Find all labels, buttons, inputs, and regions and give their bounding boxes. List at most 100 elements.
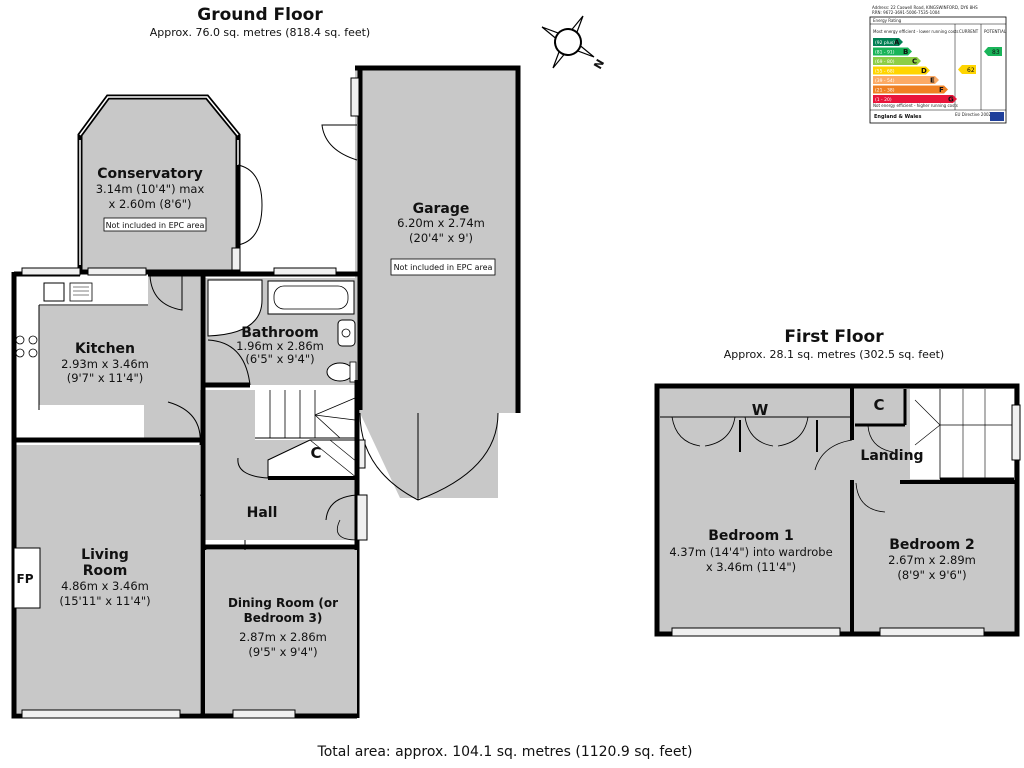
epc-region: England & Wales (874, 114, 921, 120)
compass-north-label: N (591, 57, 607, 71)
epc-rrn: RRN: 9672-3691-5006-7535-1004 (872, 10, 940, 15)
dining-room-dim-2: (9'5" x 9'4") (248, 645, 317, 659)
conservatory-dim-1: 3.14m (10'4") max (96, 182, 205, 196)
first-floor-plan: First Floor Approx. 28.1 sq. metres (302… (654, 327, 1021, 637)
kitchen-sink (43, 282, 65, 302)
bedroom-2-dim-2: (8'9" x 9'6") (897, 568, 966, 582)
living-room-window (21, 709, 181, 719)
ground-cupboard-label: C (310, 444, 321, 462)
epc-top-note: Most energy efficient - lower running co… (873, 29, 959, 34)
epc-address: Address: 22 Caswell Road, KINGSWINFORD, … (872, 5, 978, 10)
living-room-fireplace (13, 547, 41, 609)
living-room-dim-2: (15'11" x 11'4") (59, 594, 150, 608)
total-area: Total area: approx. 104.1 sq. metres (11… (317, 744, 693, 760)
dining-room-window (232, 709, 296, 719)
epc-band-range: (1 - 20) (875, 97, 892, 103)
garage-note-box (390, 258, 496, 276)
landing-cupboard (855, 389, 907, 425)
epc-band-range: (21 - 38) (875, 87, 895, 93)
conservatory-name: Conservatory (97, 166, 203, 182)
epc-band-a (873, 38, 903, 46)
conservatory-note-box (103, 217, 207, 232)
bathroom-dim-2: (6'5" x 9'4") (245, 352, 314, 366)
conservatory-note: Not included in EPC area (106, 221, 205, 230)
bedroom-1 (660, 389, 850, 631)
epc-current-arrow (958, 65, 976, 74)
ground-floor-area: Approx. 76.0 sq. metres (818.4 sq. feet) (150, 26, 370, 39)
dining-room-name-1: Dining Room (or (228, 596, 338, 610)
epc-rating-chart: Address: 22 Caswell Road, KINGSWINFORD, … (869, 5, 1007, 124)
epc-band-letter: E (930, 77, 935, 85)
bedroom-1-name: Bedroom 1 (708, 528, 794, 544)
garage-door-swing (359, 412, 419, 501)
first-floor-stairs (910, 389, 1021, 481)
epc-band-letter: F (939, 86, 944, 94)
garage-room (355, 68, 518, 498)
ground-floor-plan: N Ground Floor Approx. 76.0 sq. metres (… (11, 5, 607, 719)
kitchen-dim-2: (9'7" x 11'4") (67, 371, 144, 385)
ground-floor-title: Ground Floor (197, 5, 323, 25)
hall-name: Hall (247, 505, 278, 521)
fireplace-label: FP (17, 572, 34, 586)
living-room-name-2: Room (83, 563, 128, 579)
garage-name: Garage (413, 201, 470, 217)
epc-band-c (873, 57, 921, 65)
epc-heading: Energy Rating (873, 18, 902, 23)
garage-side-door (321, 124, 358, 161)
first-floor-area: Approx. 28.1 sq. metres (302.5 sq. feet) (724, 348, 944, 361)
epc-band-letter: G (948, 96, 954, 104)
garage-note: Not included in EPC area (394, 263, 493, 272)
epc-current-value: 62 (967, 67, 975, 74)
bathroom-window (273, 267, 337, 276)
bedroom-2-name: Bedroom 2 (889, 537, 975, 553)
eu-flag-icon (990, 112, 1004, 121)
conservatory-dim-2: x 2.60m (8'6") (109, 197, 192, 211)
wardrobe-label: W (752, 401, 769, 419)
living-room-dim-1: 4.86m x 3.46m (61, 579, 149, 593)
bathroom-name: Bathroom (241, 325, 319, 341)
bedroom-1-dim-1: 4.37m (14'4") into wardrobe (669, 545, 832, 559)
compass (541, 15, 595, 69)
garage-dim-2: (20'4" x 9') (409, 231, 473, 245)
epc-band-letter: A (894, 39, 900, 47)
epc-band-e (873, 76, 939, 84)
kitchen-dim-1: 2.93m x 3.46m (61, 357, 149, 371)
living-room (14, 445, 200, 713)
epc-potential-value: 83 (992, 49, 1000, 56)
toilet (326, 362, 354, 382)
bedroom-2-window (879, 627, 985, 637)
garage-dim-1: 6.20m x 2.74m (397, 216, 485, 230)
landing-name: Landing (860, 448, 923, 464)
dining-room-dim-1: 2.87m x 2.86m (239, 630, 327, 644)
shower-tray (207, 279, 263, 337)
conservatory-glazing (79, 96, 239, 136)
kitchen-window (21, 267, 81, 276)
epc-band-range: (81 - 91) (875, 49, 895, 55)
ground-stairs (255, 390, 356, 439)
epc-directive: EU Directive 2002/91/EC (955, 112, 1004, 117)
epc-band-letter: C (912, 58, 917, 66)
epc-col-current: CURRENT (959, 29, 979, 34)
epc-band-range: (69 - 80) (875, 59, 895, 65)
first-floor-title: First Floor (784, 327, 884, 347)
bathroom-dim-1: 1.96m x 2.86m (236, 339, 324, 353)
bedroom-1-dim-2: x 3.46m (11'4") (706, 560, 796, 574)
dining-room-name-2: Bedroom 3) (244, 611, 323, 625)
epc-band-b (873, 47, 912, 56)
epc-col-potential: POTENTIAL (984, 29, 1007, 34)
epc-band-letter: B (903, 48, 908, 56)
epc-band-range: (39 - 54) (875, 78, 895, 84)
epc-bands: (92 plus)A(81 - 91)B(69 - 80)C(55 - 68)D… (873, 38, 957, 104)
first-floor-cupboard-label: C (873, 396, 884, 414)
living-room-name-1: Living (81, 547, 129, 563)
kitchen-name: Kitchen (75, 341, 135, 357)
dining-room (205, 550, 357, 716)
wardrobe (660, 416, 850, 452)
bedroom-2-dim-1: 2.67m x 2.89m (888, 553, 976, 567)
garage-window (350, 77, 360, 117)
bedroom-1-window (671, 627, 841, 637)
epc-band-g (873, 95, 957, 103)
epc-band-range: (92 plus) (875, 40, 895, 46)
epc-band-d (873, 66, 930, 75)
